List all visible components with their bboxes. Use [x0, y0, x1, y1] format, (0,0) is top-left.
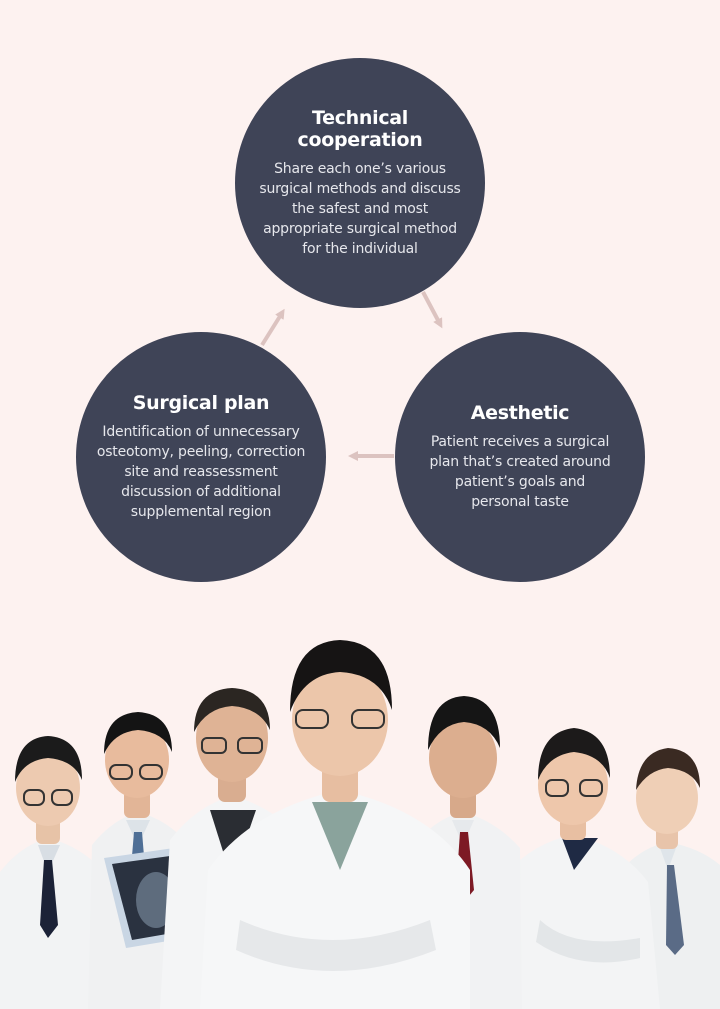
circle-aesthetic: Aesthetic Patient receives a surgical pl…: [395, 332, 645, 582]
circle-description: Identification of unnecessary osteotomy,…: [96, 424, 306, 520]
circle-description: Share each one’s various surgical method…: [259, 161, 461, 257]
circle-surgical-plan: Surgical plan Identification of unnecess…: [76, 332, 326, 582]
doctor-figure: [498, 728, 660, 1009]
circle-title: Technical cooperation: [297, 107, 423, 151]
doctors-team-photo: [0, 640, 720, 1009]
circle-description: Patient receives a surgical plan that’s …: [429, 434, 611, 510]
cycle-arrows: [260, 291, 443, 461]
circle-title: Aesthetic: [470, 402, 570, 424]
doctor-figure: [200, 640, 470, 1009]
circle-technical-cooperation: Technical cooperation Share each one’s v…: [235, 58, 485, 308]
doctor-figure: [0, 736, 108, 1009]
arrow-top-to-right: [421, 291, 443, 329]
circle-title: Surgical plan: [132, 392, 270, 414]
arrow-left-to-top: [260, 308, 285, 347]
